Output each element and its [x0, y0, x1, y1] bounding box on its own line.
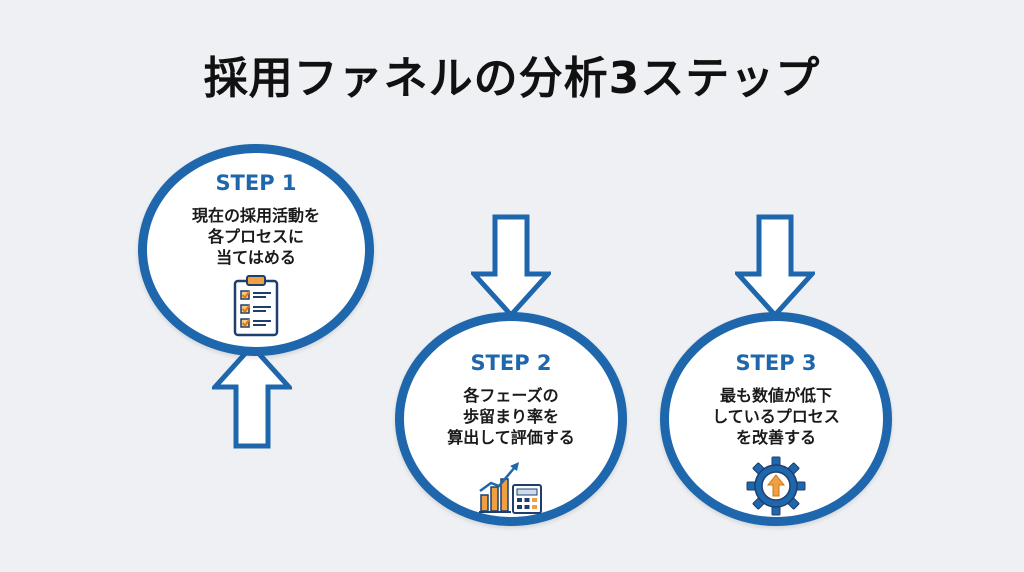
step-2-line-2: 歩留まり率を [462, 407, 559, 426]
step-1-label: STEP 1 [215, 171, 297, 195]
step-2-circle: STEP 2 各フェーズの 歩留まり率を 算出して評価する [395, 312, 627, 526]
step-3-circle: STEP 3 最も数値が低下 しているプロセス を改善する [660, 312, 892, 526]
step-3-line-2: しているプロセス [712, 407, 840, 426]
step-1-circle: STEP 1 現在の採用活動を 各プロセスに 当てはめる [138, 144, 374, 356]
step-2-line-1: 各フェーズの [463, 386, 559, 405]
growth-chart-calculator-icon [477, 457, 545, 515]
step-1-line-3: 当てはめる [216, 248, 296, 267]
step-3-label: STEP 3 [735, 351, 817, 375]
checklist-clipboard-icon [232, 273, 280, 337]
step-2-label: STEP 2 [470, 351, 552, 375]
arrow-up-icon [212, 343, 292, 449]
step-3-line-3: を改善する [735, 428, 816, 447]
step-3-line-1: 最も数値が低下 [719, 386, 832, 405]
page-title: 採用ファネルの分析3ステップ [203, 53, 821, 104]
step-1-line-1: 現在の採用活動を [191, 206, 320, 225]
gear-up-arrow-icon [745, 455, 807, 517]
arrow-down-icon [471, 214, 551, 318]
step-2-text: 各フェーズの 歩留まり率を 算出して評価する [404, 385, 618, 448]
step-1-line-2: 各プロセスに [207, 227, 304, 246]
step-2-line-3: 算出して評価する [447, 428, 575, 447]
step-1-text: 現在の採用活動を 各プロセスに 当てはめる [147, 205, 365, 268]
arrow-down-icon [735, 214, 815, 318]
step-3-text: 最も数値が低下 しているプロセス を改善する [669, 385, 883, 448]
